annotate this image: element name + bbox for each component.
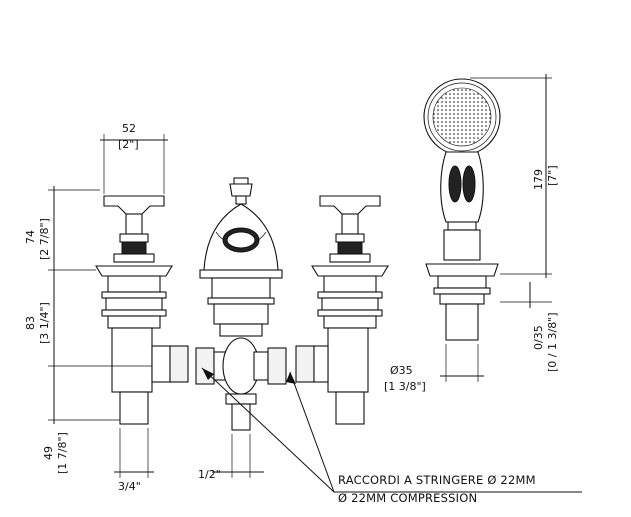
center-mixer xyxy=(195,177,287,431)
handle-width-inch-label: [2"] xyxy=(118,138,139,151)
handle-height-label: 74 xyxy=(24,230,37,244)
inlet-height-inch-label: [1 7/8"] xyxy=(56,432,69,474)
deck-range-label: 0/35 xyxy=(532,325,545,350)
outlet-thread-label: 1/2" xyxy=(198,468,221,481)
hole-diameter-label: Ø35 xyxy=(390,364,413,377)
dimension-lines xyxy=(48,74,582,493)
handle-width-label: 52 xyxy=(122,122,136,135)
shower-height-inch-label: [7"] xyxy=(546,165,559,186)
body-height-inch-label: [3 1/4"] xyxy=(38,302,51,344)
left-valve xyxy=(95,195,189,425)
right-valve xyxy=(295,195,389,425)
hand-shower xyxy=(423,78,501,341)
compression-note-english: Ø 22MM COMPRESSION xyxy=(338,491,477,505)
handle-height-inch-label: [2 7/8"] xyxy=(38,218,51,260)
inlet-thread-label: 3/4" xyxy=(118,480,141,493)
dimension-labels: 52 [2"] 74 [2 7/8"] 83 [3 1/4"] 49 [1 7/… xyxy=(24,122,559,505)
inlet-height-label: 49 xyxy=(42,446,55,460)
body-height-label: 83 xyxy=(24,316,37,330)
shower-height-label: 179 xyxy=(532,169,545,190)
deck-range-inch-label: [0 / 1 3/8"] xyxy=(546,312,559,372)
hole-diameter-inch-label: [1 3/8"] xyxy=(384,380,426,393)
compression-note-italian: RACCORDI A STRINGERE Ø 22MM xyxy=(338,473,536,487)
